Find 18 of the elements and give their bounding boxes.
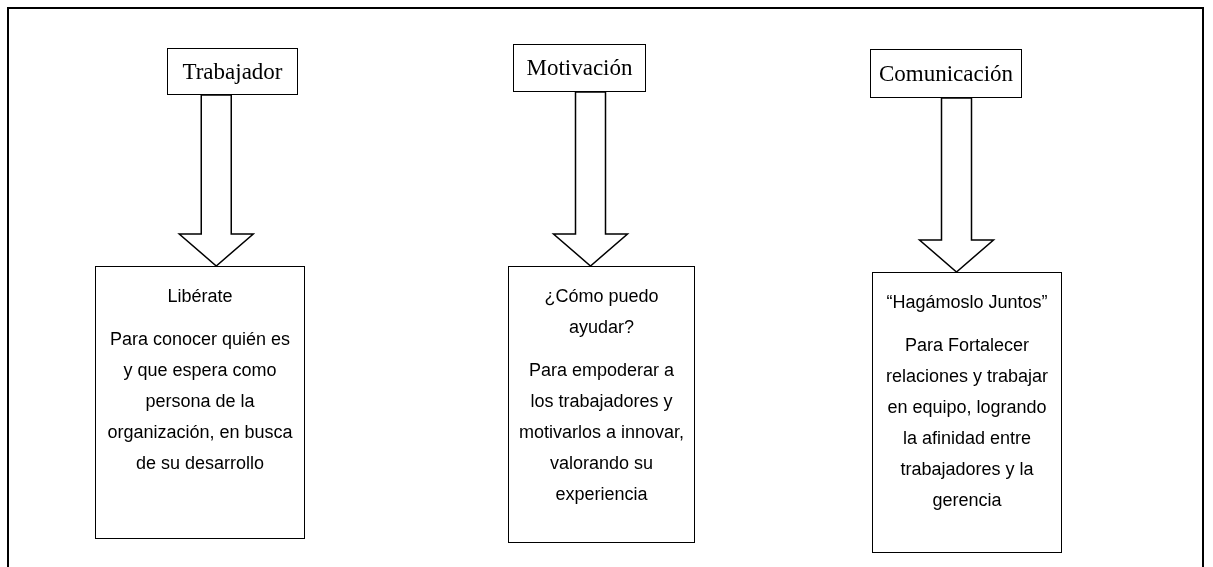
- box-heading: Comunicación: [878, 60, 1014, 87]
- box-heading: Libérate: [167, 285, 233, 308]
- title-box: [167, 48, 298, 95]
- box-text: Para empoderar a los trabajadores y motivarlos a innovar, valorando su experiencia: [517, 359, 686, 506]
- description-box: [872, 272, 1062, 553]
- box-heading: ¿Cómo puedo ayudar?: [543, 285, 660, 339]
- box-heading: Trabajador: [182, 58, 283, 85]
- block-arrow: [177, 94, 256, 267]
- box-text: Para conocer quién es y que espera como persona de la organización, en busca de su desarrollo: [106, 328, 294, 475]
- title-box: [513, 44, 646, 92]
- box-heading: “Hagámoslo Juntos”: [886, 291, 1048, 314]
- box-heading: Motivación: [526, 55, 633, 81]
- block-arrow: [551, 91, 630, 267]
- box-text: Para Fortalecer relaciones y trabajar en equipo, logrando la afinidad entre trabajadores y la gerencia: [884, 334, 1050, 512]
- description-box: [508, 266, 695, 543]
- block-arrow: [917, 97, 996, 273]
- description-box: [95, 266, 305, 539]
- title-box: [870, 49, 1022, 98]
